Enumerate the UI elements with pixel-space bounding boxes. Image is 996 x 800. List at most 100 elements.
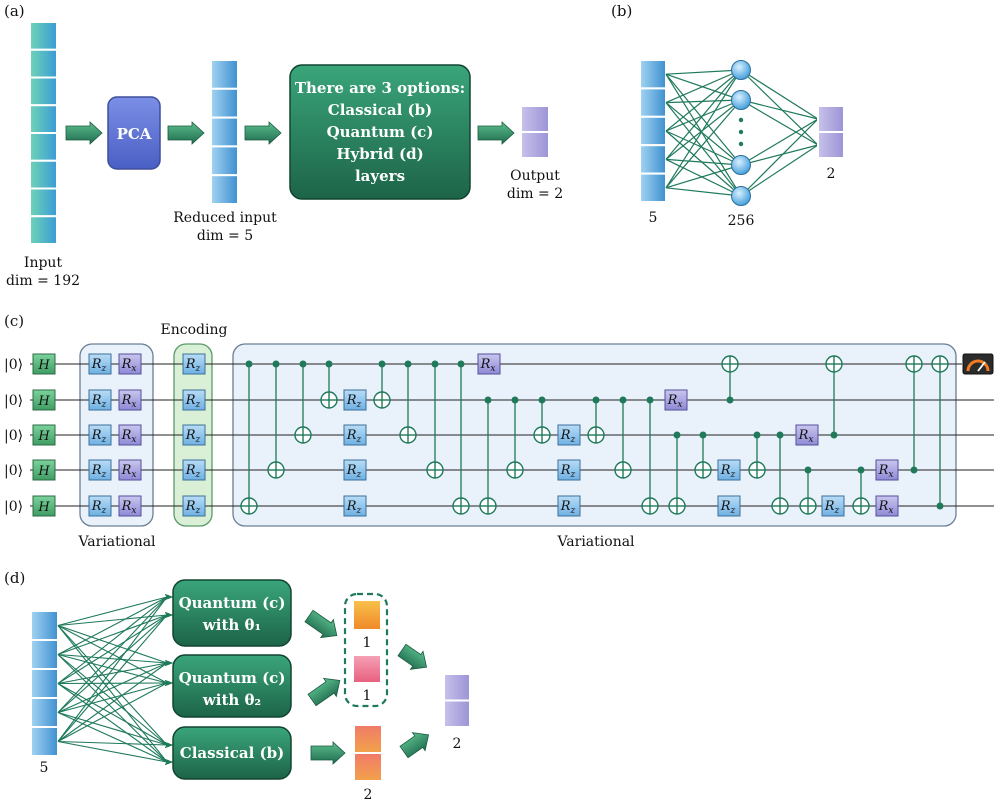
hybrid-edge [57, 654, 168, 746]
output-label-2: dim = 2 [507, 186, 563, 202]
classical-layer-box [172, 726, 292, 780]
mlp-edge [665, 158, 742, 197]
rz-gate: Rz [343, 389, 367, 411]
mlp-edge [665, 158, 742, 166]
mlp-connections [665, 69, 819, 197]
gate-body [343, 389, 367, 411]
input-label-1: Input [24, 255, 63, 271]
input-vector-cell [29, 132, 58, 162]
hybrid-edge-head [165, 594, 173, 600]
gate-body [88, 495, 112, 517]
hybrid-edge [57, 662, 168, 685]
input-vector [29, 21, 58, 245]
rx-gate: Rx [118, 459, 142, 481]
rz-gate: Rz [343, 424, 367, 446]
panel-a-tag: (a) [4, 2, 25, 20]
arrow-to-reduced [167, 121, 205, 145]
mlp-edge [740, 144, 819, 197]
mlp-edge [665, 99, 742, 189]
gate-body [557, 459, 581, 481]
gate-body [32, 353, 56, 375]
qubit-ket: |0⟩ [4, 357, 23, 373]
quantum-2-output-size: 1 [363, 688, 372, 704]
arrow-q1-to-out [304, 609, 338, 639]
cnot-gate [641, 396, 659, 515]
classical-output-vector-cell [353, 724, 383, 754]
hybrid-edge [57, 596, 168, 627]
rz-gate: Rz [343, 495, 367, 517]
cnot-gate [294, 360, 312, 444]
final-output-vector-cell [443, 673, 471, 702]
rz-gate: Rz [88, 459, 112, 481]
gate-label: H [37, 358, 50, 373]
gate-subscript: x [888, 470, 893, 480]
mlp-edge [665, 187, 742, 197]
mlp-edge [665, 69, 742, 189]
gate-body [795, 424, 819, 446]
rz-gate: Rz [557, 459, 581, 481]
quantum-1-output-size: 1 [363, 635, 372, 651]
gate-subscript: x [131, 506, 136, 516]
mlp-edge [740, 69, 819, 120]
qubit-ket: |0⟩ [4, 428, 23, 444]
rx-gate: Rx [875, 459, 899, 481]
reduced-vector-cell [210, 87, 239, 119]
cnot-control [830, 431, 838, 439]
cnot-control [646, 396, 654, 404]
input-vector-cell [29, 48, 58, 79]
pca-label: PCA [117, 125, 152, 143]
mlp-input-size: 5 [649, 210, 658, 226]
mlp-edge [740, 144, 819, 166]
hadamard-gate: H [32, 389, 56, 411]
mlp-input-layer-cell [639, 172, 667, 204]
hybrid-input-vector-cell [30, 726, 59, 757]
hadamard-gate: H [32, 495, 56, 517]
gate-subscript: z [195, 470, 201, 480]
hybrid-edge-head [165, 759, 173, 765]
quantum-2-output [354, 656, 380, 682]
mlp-output-size: 2 [827, 166, 836, 182]
reduced-vector-cell [210, 174, 239, 205]
rz-gate: Rz [717, 495, 741, 517]
hybrid-edge [57, 682, 168, 714]
mlp-output-layer-cell [817, 105, 845, 133]
gate-body [182, 459, 206, 481]
input-vector-cell [29, 187, 58, 218]
gate-body [821, 495, 845, 517]
rx-gate: Rx [118, 353, 142, 375]
hybrid-edge [57, 662, 168, 714]
hybrid-edge [57, 682, 168, 742]
gate-subscript: z [356, 470, 362, 480]
mlp-edge [665, 102, 742, 197]
cnot-gate [267, 360, 285, 479]
mlp-edge [665, 130, 742, 197]
hybrid-edge [57, 625, 168, 746]
gate-body [343, 424, 367, 446]
arrow-q2-to-out [307, 677, 341, 707]
arrow-classical-to-final-shape [399, 732, 430, 759]
qubit-ket: |0⟩ [4, 499, 23, 515]
output-vector-cell [520, 105, 550, 133]
mlp-edge [665, 69, 742, 75]
mlp-ellipsis-dot [738, 141, 744, 147]
rz-gate: Rz [717, 459, 741, 481]
arrow-to-output [477, 121, 515, 145]
rz-gate: Rz [557, 495, 581, 517]
hybrid-edge [57, 662, 168, 742]
final-output-size: 2 [453, 736, 462, 752]
options-line: Hybrid (d) [336, 145, 423, 163]
arrow-to-pca-shape [65, 121, 103, 145]
mlp-edge [665, 69, 742, 160]
cnot-control [619, 396, 627, 404]
quantum-1-output [354, 601, 380, 629]
arrow-q1-to-out-shape [304, 609, 338, 639]
hybrid-edge [57, 614, 168, 713]
arrow-classical-to-out [310, 741, 346, 765]
cnot-gate [506, 396, 524, 479]
arrow-to-reduced-shape [167, 121, 205, 145]
gate-subscript: x [131, 470, 136, 480]
